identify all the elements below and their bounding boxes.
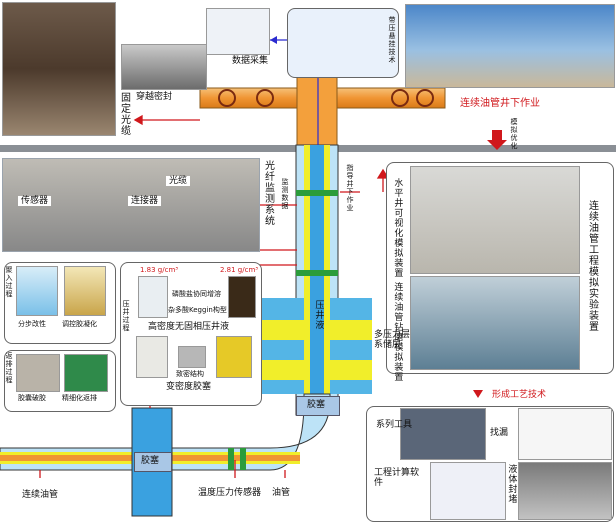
sim-optimize-label: 模拟优化 bbox=[510, 118, 519, 150]
reservoir-label: 多压力层系储层 bbox=[374, 330, 411, 351]
fine-retro-photo bbox=[64, 354, 108, 392]
stepwise-label: 分步改性 bbox=[18, 320, 46, 328]
dense-struct-photo bbox=[178, 346, 206, 368]
process-arrow bbox=[473, 390, 483, 398]
gel-plug-bottom: 胶塞 bbox=[134, 452, 172, 472]
plug-photo-1 bbox=[136, 336, 168, 378]
hd-fluid-label: 高密度无固相压井液 bbox=[148, 322, 230, 332]
plug-photo-2 bbox=[216, 336, 252, 378]
connector-label: 连接器 bbox=[128, 196, 162, 207]
liquid-seal-label: 液体封堵 bbox=[506, 464, 517, 504]
sim-arrow bbox=[487, 130, 507, 150]
eng-software-label: 工程计算软件 bbox=[374, 468, 420, 489]
capsule-photo bbox=[16, 354, 60, 392]
leak-chart bbox=[518, 408, 612, 460]
sensor-band-2 bbox=[296, 270, 338, 276]
downhole-ops-label: 连续油管井下作业 bbox=[460, 98, 540, 109]
process-tech-label: 形成工艺技术 bbox=[492, 390, 547, 400]
tools-photo bbox=[400, 408, 486, 460]
software-screen bbox=[430, 462, 506, 520]
seal-photo bbox=[121, 44, 207, 90]
cable-label: 光缆 bbox=[166, 176, 191, 187]
wear-seal-label: 穿越密封 bbox=[136, 92, 173, 102]
guide-ops-label: 指导井下作业 bbox=[346, 164, 355, 212]
series-tools-label: 系列工具 bbox=[376, 420, 413, 430]
fixed-cable-label: 固定光缆 bbox=[118, 92, 130, 136]
data-collection-label: 数据采集 bbox=[232, 56, 269, 66]
keggin-label: 杂多酸Keggin构型 bbox=[168, 306, 227, 314]
coord-label: 磷酸盐协同增溶 bbox=[172, 290, 221, 298]
field-operation-photo bbox=[405, 4, 615, 88]
capsule-break-label: 胶囊破胶 bbox=[18, 394, 46, 402]
ct-label: 连续油管 bbox=[22, 490, 59, 500]
leak-find-label: 找漏 bbox=[490, 428, 509, 438]
polymer-process-label: 聚入过程 bbox=[5, 266, 14, 298]
tubing-label: 油管 bbox=[272, 488, 291, 498]
compress-process-label: 压井过程 bbox=[122, 300, 131, 332]
pressure-tech-label: 带压悬挂技术 bbox=[388, 16, 397, 64]
density-1-label: 1.83 g/cm³ bbox=[140, 266, 179, 274]
fiber-system-label: 光纤监测系统 bbox=[262, 160, 274, 226]
ct-lab-label: 连续油管工程模拟实验装置 bbox=[586, 200, 598, 332]
drill-sim-label: 连续油管钻磨模拟装置 bbox=[392, 282, 403, 382]
horizontal-vis-label: 水平井可视化模拟装置 bbox=[392, 178, 403, 278]
liquid-seal-photo bbox=[518, 462, 612, 520]
temp-sensor-label: 温度压力传感器 bbox=[198, 488, 262, 498]
red-connectors bbox=[39, 114, 390, 478]
kill-fluid-label: 压井液 bbox=[313, 300, 324, 330]
var-plug-label: 变密度胶塞 bbox=[166, 382, 212, 392]
wellhead-detail-box bbox=[287, 8, 399, 78]
density-2-label: 2.81 g/cm³ bbox=[220, 266, 259, 274]
gel-photo bbox=[64, 266, 106, 316]
drill-sim-photo bbox=[410, 276, 580, 370]
monitor-data-label: 监测数据 bbox=[281, 178, 290, 210]
cable-install-photo bbox=[2, 2, 116, 136]
gel-plug-top: 胶塞 bbox=[296, 396, 340, 416]
stepwise-photo bbox=[16, 266, 58, 316]
data-screen-photo bbox=[206, 8, 270, 55]
fine-retro-label: 精细化返排 bbox=[62, 394, 97, 402]
horizontal-vis-photo bbox=[410, 166, 580, 274]
control-gel-label: 调控胶凝化 bbox=[62, 320, 97, 328]
sensor-band-1 bbox=[296, 190, 338, 196]
clear-fluid-photo bbox=[138, 276, 168, 318]
dense-struct-label: 致密结构 bbox=[176, 370, 204, 378]
retro-process-label: 返排过程 bbox=[5, 352, 14, 384]
dark-fluid-photo bbox=[228, 276, 256, 318]
sensor-label: 传感器 bbox=[18, 196, 52, 207]
